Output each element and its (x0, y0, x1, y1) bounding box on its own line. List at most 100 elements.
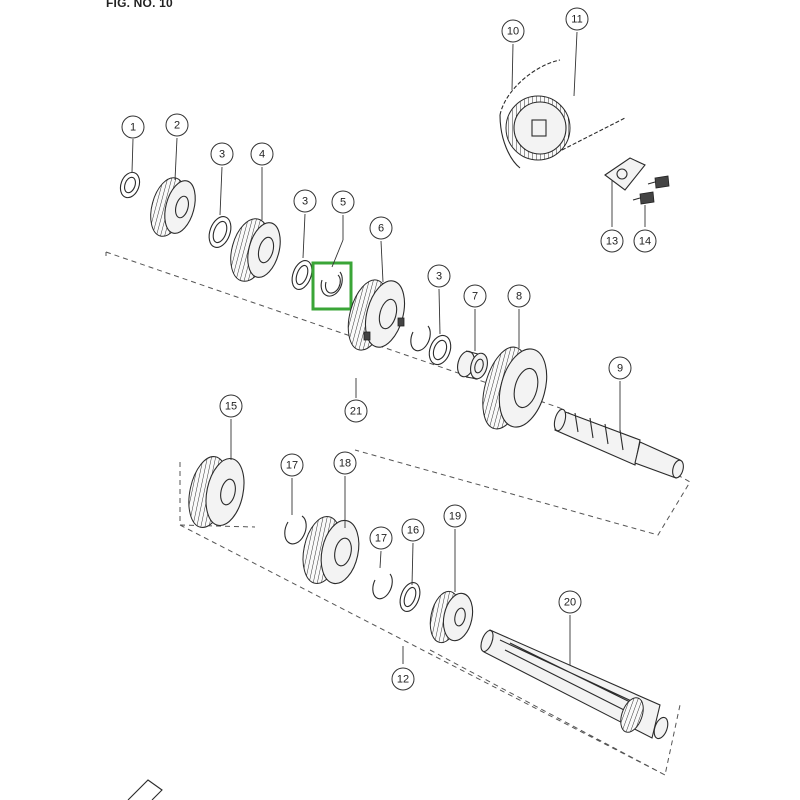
callout-13: 13 (600, 229, 624, 253)
callout-bubble (250, 142, 274, 166)
callout-bubble (391, 667, 415, 691)
callout-10: 10 (501, 19, 525, 43)
callout-number: 3 (436, 271, 442, 283)
assembly-outline-lower (179, 462, 681, 776)
part-13-lock-plate (604, 157, 646, 191)
part-11-sprocket (505, 95, 571, 161)
callout-21: 21 (344, 399, 368, 423)
callout-bubble (558, 590, 582, 614)
part-15-gear (188, 456, 245, 528)
part-3-washer (208, 216, 232, 248)
callout-number: 17 (286, 460, 298, 472)
callout-20: 20 (558, 590, 582, 614)
callout-number: 9 (617, 363, 623, 375)
callout-8: 8 (507, 284, 531, 308)
callout-number: 20 (564, 597, 576, 609)
callout-3: 3 (427, 264, 451, 288)
callout-2: 2 (165, 113, 189, 137)
callout-number: 3 (219, 149, 225, 161)
part-17-circlip (284, 515, 307, 545)
callout-bubble (165, 113, 189, 137)
callout-number: 15 (225, 401, 237, 413)
figure-title: FIG. NO. 10 (106, 0, 173, 10)
callout-number: 19 (449, 511, 461, 523)
callout-bubble (293, 189, 317, 213)
callout-number: 2 (174, 120, 180, 132)
callout-bubble (280, 453, 304, 477)
part-5-circlip (320, 271, 343, 297)
callout-number: 16 (407, 525, 419, 537)
callout-12: 12 (391, 667, 415, 691)
callout-number: 6 (378, 223, 384, 235)
callout-bubble (633, 229, 657, 253)
callout-3: 3 (293, 189, 317, 213)
callout-7: 7 (463, 284, 487, 308)
part-14-bolts (632, 175, 670, 205)
callout-bubble (210, 142, 234, 166)
part-3-washer (410, 325, 452, 366)
part-18-gear (302, 516, 360, 585)
callout-bubble (463, 284, 487, 308)
callout-number: 5 (340, 197, 346, 209)
callout-bubble (600, 229, 624, 253)
callout-16: 16 (401, 518, 425, 542)
callout-bubble (565, 7, 589, 31)
part-4-gear (230, 218, 281, 282)
part-2-gear (150, 177, 196, 237)
part-10-chain (499, 59, 626, 169)
callout-17: 17 (280, 453, 304, 477)
callout-number: 13 (606, 236, 618, 248)
callout-number: 7 (472, 291, 478, 303)
part-16-washer (399, 582, 421, 612)
callout-bubble (401, 518, 425, 542)
highlight-box-part-5 (311, 261, 353, 311)
callout-19: 19 (443, 504, 467, 528)
callout-bubble (121, 115, 145, 139)
part-1-washer (119, 171, 141, 199)
callout-number: 12 (397, 674, 409, 686)
callout-bubble (369, 216, 393, 240)
callout-bubble (219, 394, 243, 418)
callout-bubble (443, 504, 467, 528)
callout-1: 1 (121, 115, 145, 139)
callout-bubble (501, 19, 525, 43)
callout-bubble (608, 356, 632, 380)
part-9-shaft (553, 408, 684, 479)
callout-number: 1 (130, 122, 136, 134)
callout-4: 4 (250, 142, 274, 166)
callout-bubble (344, 399, 368, 423)
part-17-circlip (372, 573, 393, 600)
callout-bubble (369, 526, 393, 550)
callout-number: 8 (516, 291, 522, 303)
callout-number: 14 (639, 236, 651, 248)
callout-number: 17 (375, 533, 387, 545)
callout-6: 6 (369, 216, 393, 240)
part-6-gear (347, 279, 406, 351)
callout-11: 11 (565, 7, 589, 31)
callout-bubble (331, 190, 355, 214)
part-7-bushing (457, 350, 488, 380)
callout-number: 18 (339, 458, 351, 470)
callout-5: 5 (331, 190, 355, 214)
part-19-gear (429, 590, 474, 644)
callout-number: 11 (571, 14, 582, 26)
callout-number: 10 (507, 26, 519, 38)
callout-18: 18 (333, 451, 357, 475)
callout-bubble (427, 264, 451, 288)
callout-3: 3 (210, 142, 234, 166)
callout-17: 17 (369, 526, 393, 550)
callout-15: 15 (219, 394, 243, 418)
fwd-arrow-icon (127, 779, 163, 800)
part-20-shaft (480, 629, 669, 740)
part-3-washer (291, 260, 313, 290)
callout-number: 3 (302, 196, 308, 208)
callout-14: 14 (633, 229, 657, 253)
callout-bubble (333, 451, 357, 475)
part-8-gear (482, 346, 548, 430)
callout-9: 9 (608, 356, 632, 380)
callout-number: 4 (259, 149, 265, 161)
callout-bubble (507, 284, 531, 308)
callout-number: 21 (350, 406, 362, 418)
